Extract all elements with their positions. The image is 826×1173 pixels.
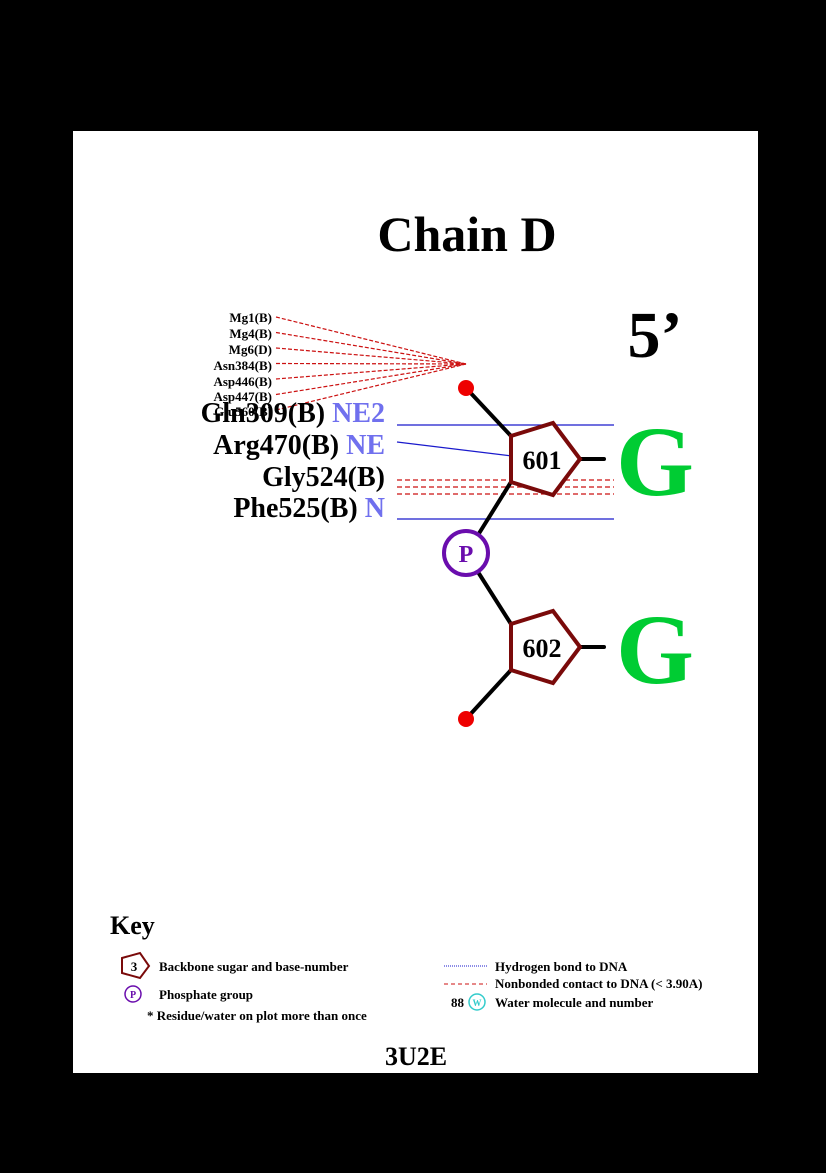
- cluster-contact-line: [275, 347, 467, 365]
- cluster-contact-labels: Mg1(B) Mg4(B) Mg6(D) Asn384(B) Asp446(B)…: [213, 310, 272, 419]
- nucleotide-601: 601 G: [509, 406, 694, 517]
- sugar-pentagon: [509, 608, 583, 686]
- strand-end-label: 5’: [628, 299, 683, 372]
- water-legend-label: Water molecule and number: [495, 995, 654, 1010]
- residue-label: Phe525(B) N: [233, 493, 385, 524]
- cluster-label: Asp446(B): [213, 374, 272, 389]
- residue-label: Arg470(B) NE: [213, 430, 385, 461]
- water-legend-icon: [468, 993, 486, 1011]
- cluster-contact-line: [275, 363, 467, 380]
- sugar-legend-label: Backbone sugar and base-number: [159, 959, 349, 974]
- cluster-contact-line: [275, 331, 467, 365]
- nonbonded-legend-label: Nonbonded contact to DNA (< 3.90A): [495, 976, 702, 991]
- phosphate-label: P: [459, 542, 474, 568]
- phosphate-legend-symbol: P: [130, 990, 136, 1001]
- water-legend-symbol: W: [473, 998, 482, 1008]
- terminal-atom: [458, 711, 474, 727]
- legend-heading: Key: [110, 911, 155, 940]
- residue-label: Gln309(B) NE2: [201, 398, 385, 429]
- cluster-label: Glu560(B): [214, 404, 272, 419]
- cluster-contact-line: [275, 316, 467, 365]
- chain-title: Chain D: [377, 206, 556, 262]
- sugar-legend-number: 3: [131, 959, 138, 974]
- cluster-contact-lines: [275, 316, 467, 411]
- backbone-bonds: [464, 386, 606, 721]
- cluster-label: Asn384(B): [213, 358, 272, 373]
- water-legend-number: 88: [451, 995, 465, 1010]
- phosphate-circle: [442, 529, 490, 577]
- residue-label: Gly524(B): [262, 462, 385, 493]
- pdb-id: 3U2E: [385, 1042, 447, 1071]
- phosphate-legend-label: Phosphate group: [159, 987, 253, 1002]
- hbond-line: [396, 441, 513, 457]
- nucleotide-602: 602 G: [509, 594, 694, 705]
- cluster-label: Mg6(D): [229, 342, 272, 357]
- cluster-contact-line: [275, 363, 467, 411]
- terminal-atom: [458, 380, 474, 396]
- repeat-note: * Residue/water on plot more than once: [147, 1008, 367, 1023]
- phosphate-legend-icon: [124, 985, 142, 1003]
- sugar-legend-icon: [121, 951, 151, 980]
- base-letter: G: [616, 594, 694, 705]
- hbond-legend-label: Hydrogen bond to DNA: [495, 959, 628, 974]
- nucleotide-number: 601: [523, 446, 562, 475]
- cluster-label: Mg1(B): [229, 310, 272, 325]
- legend: Key 3 Backbone sugar and base-number P P…: [110, 911, 702, 1023]
- cluster-label: Mg4(B): [229, 326, 272, 341]
- base-letter: G: [616, 406, 694, 517]
- cluster-label: Asp447(B): [213, 389, 272, 404]
- cluster-contact-line: [275, 362, 467, 365]
- page-panel: [73, 131, 758, 1073]
- nucleotide-number: 602: [523, 634, 562, 663]
- sugar-pentagon: [509, 420, 583, 498]
- cluster-contact-line: [275, 363, 467, 396]
